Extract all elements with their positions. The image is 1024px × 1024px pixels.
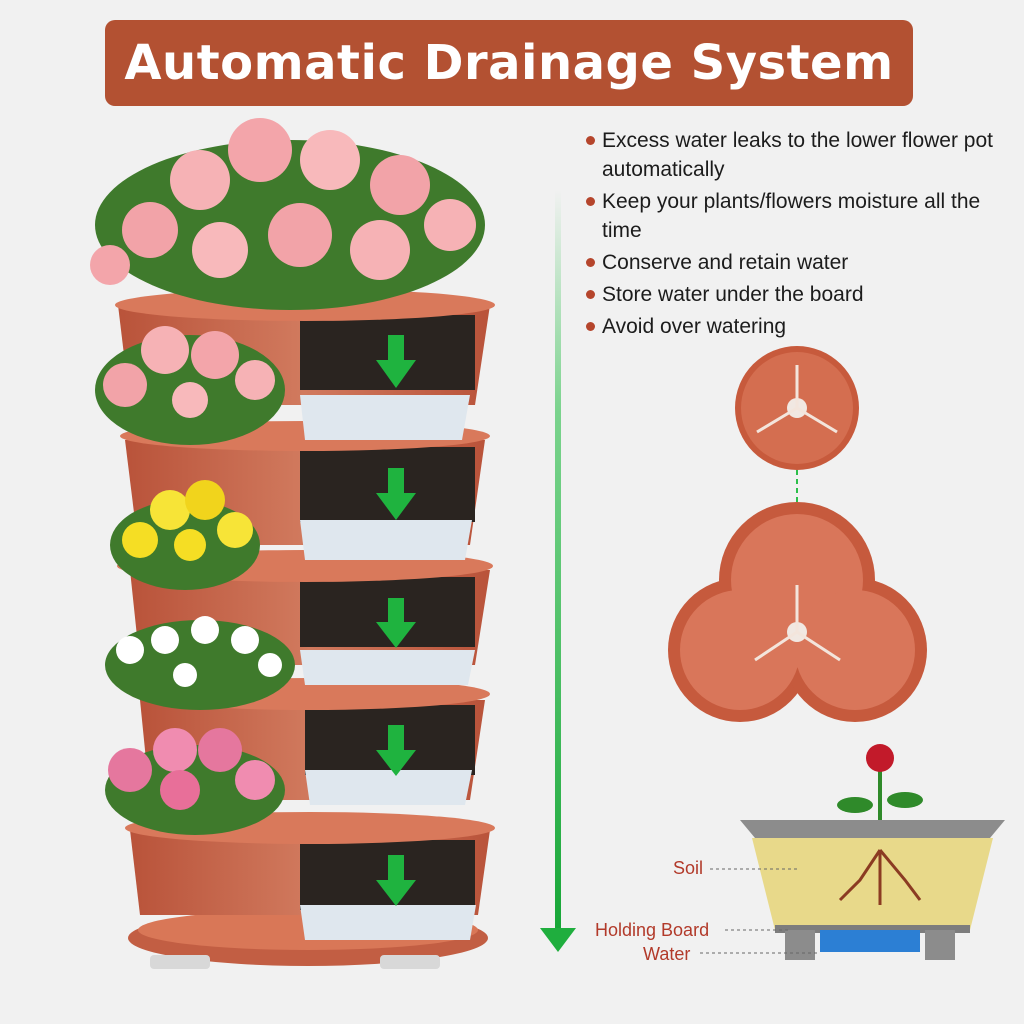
yellow-flowers [110, 480, 260, 590]
bullet-dot-icon [586, 322, 595, 331]
down-arrow-icon [376, 468, 416, 520]
bullet-dot-icon [586, 197, 595, 206]
pink-azalea-flowers [90, 118, 485, 310]
callout-lines [700, 868, 820, 954]
down-arrow-icon [376, 335, 416, 388]
trefoil-pot-detail [668, 502, 927, 722]
feature-item: Keep your plants/flowers moisture all th… [586, 187, 1016, 245]
title-banner: Automatic Drainage System [105, 20, 913, 106]
down-arrow-icon [376, 598, 416, 648]
white-flowers [105, 616, 295, 710]
drainage-flow-line [540, 190, 576, 952]
feature-item: Excess water leaks to the lower flower p… [586, 126, 1016, 184]
flow-arrows [376, 335, 416, 906]
bullet-dot-icon [586, 258, 595, 267]
cross-section-diagram [740, 744, 1005, 960]
feature-list: Excess water leaks to the lower flower p… [586, 126, 1016, 344]
small-azalea-flowers [95, 326, 285, 445]
down-arrow-icon [376, 855, 416, 906]
water-label: Water [643, 944, 691, 964]
down-arrow-icon [376, 725, 416, 776]
feature-item: Avoid over watering [586, 312, 1016, 341]
page-title: Automatic Drainage System [124, 35, 894, 91]
flower-clusters [90, 118, 485, 835]
feature-item: Store water under the board [586, 280, 1016, 309]
hydrangea-flowers [105, 728, 285, 835]
holding-board-label: Holding Board [595, 920, 710, 940]
bullet-dot-icon [586, 290, 595, 299]
feature-item: Conserve and retain water [586, 248, 1016, 277]
soil-label: Soil [673, 858, 704, 878]
bullet-dot-icon [586, 136, 595, 145]
pot-top-detail [735, 346, 859, 470]
